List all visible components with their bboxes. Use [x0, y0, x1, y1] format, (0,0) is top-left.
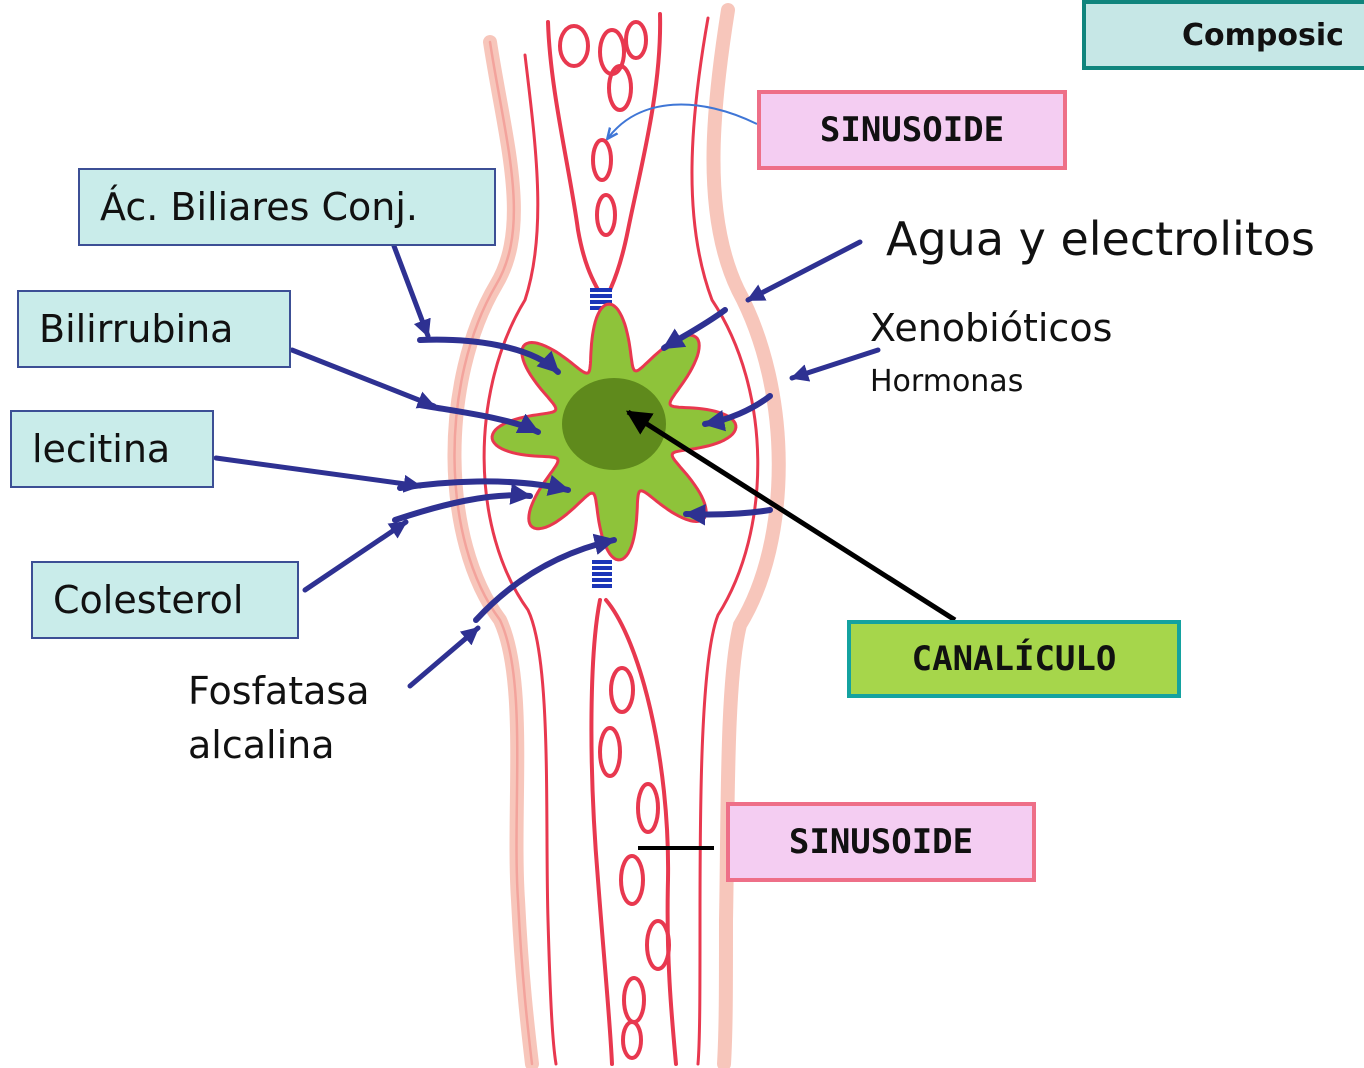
- label-hormonas: Hormonas: [870, 364, 1023, 399]
- label-fosfatasa-line2: alcalina: [188, 718, 369, 772]
- label-bilirrubina-text: Bilirrubina: [39, 307, 233, 351]
- arrow-bilirrubina: [292, 350, 434, 406]
- red-blood-cell: [609, 66, 631, 110]
- red-blood-cell: [621, 856, 643, 904]
- arrow-agua: [748, 242, 860, 300]
- label-acidos-biliares-text: Ác. Biliares Conj.: [100, 185, 418, 229]
- label-sinusoide-bottom: SINUSOIDE: [726, 802, 1036, 882]
- label-fosfatasa: Fosfatasa alcalina: [188, 664, 369, 772]
- arrow-acidos-biliares: [394, 246, 428, 336]
- sinusoid-top-left-wall: [548, 22, 598, 290]
- label-lecitina-text: lecitina: [32, 427, 170, 471]
- label-sinusoide-top: SINUSOIDE: [757, 90, 1067, 170]
- label-sinusoide-top-text: SINUSOIDE: [820, 110, 1004, 150]
- red-blood-cell: [597, 195, 615, 235]
- title-text: Composic: [1182, 18, 1344, 53]
- arrow-lecitina: [216, 458, 420, 486]
- red-blood-cell: [611, 668, 633, 712]
- sinusoid-top-vessel: [548, 14, 660, 290]
- label-canaliculo-text: CANALÍCULO: [912, 639, 1117, 679]
- red-blood-cell: [647, 921, 669, 969]
- sinusoid-top-right-wall: [610, 14, 660, 290]
- label-colesterol-text: Colesterol: [53, 578, 243, 622]
- sinusoid-bottom-left-wall: [591, 600, 612, 1064]
- arrow-sinusoide-top: [608, 104, 757, 138]
- label-colesterol: Colesterol: [31, 561, 299, 639]
- label-lecitina: lecitina: [10, 410, 214, 488]
- sinusoid-bottom-vessel: [591, 600, 676, 1064]
- arrow-xenobioticos: [792, 350, 878, 378]
- label-bilirrubina: Bilirrubina: [17, 290, 291, 368]
- red-blood-cell: [624, 978, 644, 1022]
- red-blood-cell: [560, 26, 588, 66]
- red-blood-cell: [600, 728, 620, 776]
- arrow-colesterol: [305, 522, 406, 590]
- red-blood-cell: [626, 22, 646, 58]
- tight-junction-bottom: [592, 562, 612, 586]
- label-fosfatasa-line1: Fosfatasa: [188, 664, 369, 718]
- arrow-fosfatasa: [410, 628, 478, 686]
- label-canaliculo: CANALÍCULO: [847, 620, 1181, 698]
- label-agua: Agua y electrolitos: [886, 212, 1315, 266]
- title-box: Composic: [1082, 0, 1364, 70]
- label-sinusoide-bottom-text: SINUSOIDE: [789, 822, 973, 862]
- red-blood-cell: [623, 1022, 641, 1058]
- red-blood-cell: [638, 784, 658, 832]
- red-blood-cell: [593, 140, 611, 180]
- label-acidos-biliares: Ác. Biliares Conj.: [78, 168, 496, 246]
- label-xenobioticos: Xenobióticos: [870, 306, 1112, 350]
